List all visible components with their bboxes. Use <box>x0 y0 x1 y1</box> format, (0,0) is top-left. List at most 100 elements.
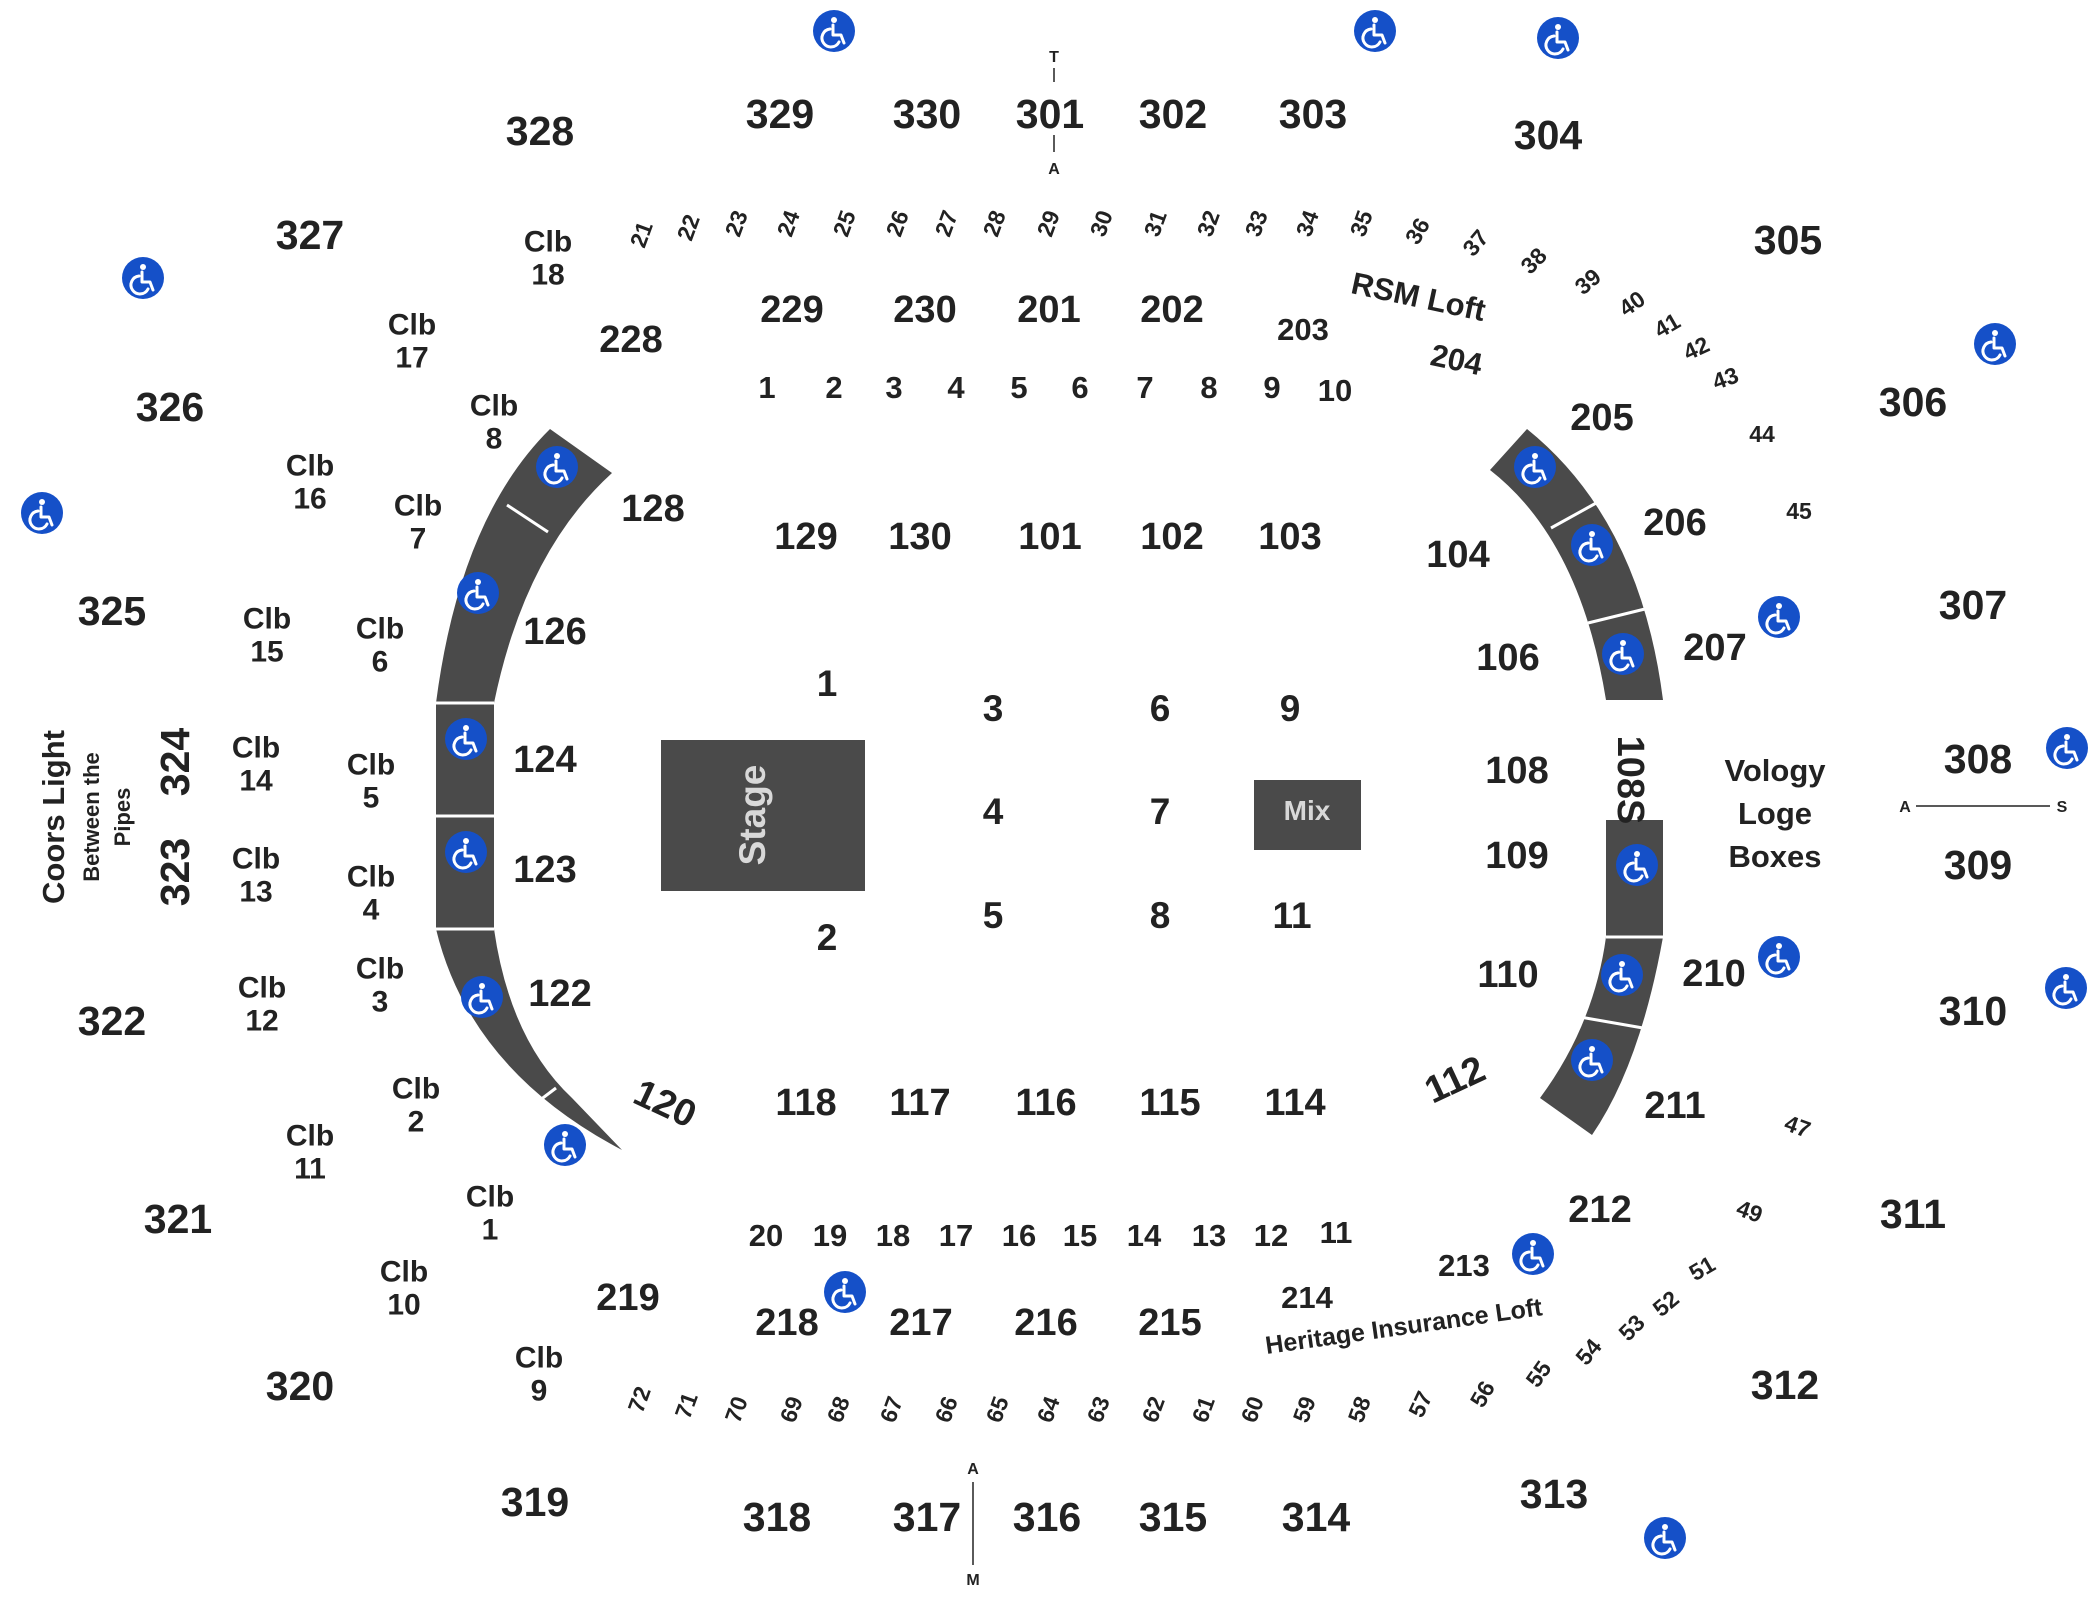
section-324[interactable]: 324 <box>152 728 198 797</box>
row-number-18[interactable]: 18 <box>876 1218 910 1253</box>
section-123[interactable]: 123 <box>513 849 576 891</box>
section-302[interactable]: 302 <box>1139 91 1207 137</box>
floor-section-9[interactable]: 9 <box>1280 688 1301 729</box>
row-35[interactable]: 35 <box>1345 207 1378 240</box>
section-323[interactable]: 323 <box>152 838 198 906</box>
row-34[interactable]: 34 <box>1291 207 1324 240</box>
section-315[interactable]: 315 <box>1139 1494 1207 1540</box>
floor-section-5[interactable]: 5 <box>983 895 1004 936</box>
row-69[interactable]: 69 <box>775 1393 808 1426</box>
row-29[interactable]: 29 <box>1032 207 1065 240</box>
section-108[interactable]: 108 <box>1485 750 1548 792</box>
section-213[interactable]: 213 <box>1438 1248 1490 1283</box>
section-202[interactable]: 202 <box>1140 289 1203 331</box>
row-59[interactable]: 59 <box>1288 1393 1321 1426</box>
row-56[interactable]: 56 <box>1465 1376 1500 1411</box>
section-122[interactable]: 122 <box>528 973 591 1015</box>
section-312[interactable]: 312 <box>1751 1362 1819 1408</box>
section-110[interactable]: 110 <box>1477 954 1538 996</box>
section-120[interactable]: 120 <box>627 1072 702 1137</box>
section-330[interactable]: 330 <box>893 91 961 137</box>
section-217[interactable]: 217 <box>889 1302 952 1344</box>
section-306[interactable]: 306 <box>1879 379 1947 425</box>
row-65[interactable]: 65 <box>981 1393 1014 1426</box>
row-63[interactable]: 63 <box>1082 1393 1115 1426</box>
row-26[interactable]: 26 <box>881 207 914 240</box>
row-number-15[interactable]: 15 <box>1063 1218 1097 1253</box>
section-329[interactable]: 329 <box>746 91 814 137</box>
floor-section-3[interactable]: 3 <box>983 688 1004 729</box>
row-58[interactable]: 58 <box>1343 1393 1376 1426</box>
row-32[interactable]: 32 <box>1192 207 1225 240</box>
row-44[interactable]: 44 <box>1749 421 1775 447</box>
row-number-20[interactable]: 20 <box>749 1218 783 1253</box>
row-53[interactable]: 53 <box>1613 1309 1649 1345</box>
section-206[interactable]: 206 <box>1643 502 1706 544</box>
section-216[interactable]: 216 <box>1014 1302 1077 1344</box>
row-number-14[interactable]: 14 <box>1127 1218 1162 1253</box>
row-67[interactable]: 67 <box>875 1393 908 1426</box>
section-307[interactable]: 307 <box>1939 582 2007 628</box>
section-319[interactable]: 319 <box>501 1479 569 1525</box>
section-130[interactable]: 130 <box>888 516 951 558</box>
floor-section-4[interactable]: 4 <box>983 791 1004 832</box>
row-number-6[interactable]: 6 <box>1071 370 1088 405</box>
row-57[interactable]: 57 <box>1403 1387 1437 1421</box>
floor-section-7[interactable]: 7 <box>1150 791 1171 832</box>
row-37[interactable]: 37 <box>1457 225 1493 261</box>
floor-section-2[interactable]: 2 <box>817 917 838 958</box>
section-310[interactable]: 310 <box>1939 988 2007 1034</box>
section-316[interactable]: 316 <box>1013 1494 1081 1540</box>
row-number-8[interactable]: 8 <box>1200 370 1217 405</box>
section-106[interactable]: 106 <box>1476 637 1539 679</box>
row-number-16[interactable]: 16 <box>1002 1218 1036 1253</box>
row-33[interactable]: 33 <box>1240 207 1273 240</box>
row-36[interactable]: 36 <box>1400 213 1435 248</box>
section-124[interactable]: 124 <box>513 739 576 781</box>
section-128[interactable]: 128 <box>621 488 684 530</box>
section-101[interactable]: 101 <box>1018 516 1081 558</box>
section-328[interactable]: 328 <box>506 108 574 154</box>
row-55[interactable]: 55 <box>1520 1356 1556 1392</box>
row-51[interactable]: 51 <box>1684 1251 1719 1286</box>
section-305[interactable]: 305 <box>1754 217 1822 263</box>
row-number-10[interactable]: 10 <box>1318 373 1352 408</box>
floor-section-6[interactable]: 6 <box>1150 688 1171 729</box>
section-117[interactable]: 117 <box>889 1082 950 1124</box>
row-40[interactable]: 40 <box>1614 285 1650 321</box>
section-313[interactable]: 313 <box>1520 1471 1588 1517</box>
section-304[interactable]: 304 <box>1514 112 1583 158</box>
row-number-19[interactable]: 19 <box>813 1218 847 1253</box>
section-112[interactable]: 112 <box>1419 1048 1492 1112</box>
row-47[interactable]: 47 <box>1781 1110 1814 1143</box>
section-203[interactable]: 203 <box>1277 312 1329 347</box>
section-318[interactable]: 318 <box>743 1494 811 1540</box>
section-114[interactable]: 114 <box>1264 1082 1325 1124</box>
section-207[interactable]: 207 <box>1683 627 1746 669</box>
row-72[interactable]: 72 <box>623 1383 656 1416</box>
section-201[interactable]: 201 <box>1017 289 1080 331</box>
section-228[interactable]: 228 <box>599 319 662 361</box>
section-204[interactable]: 204 <box>1428 337 1487 382</box>
section-219[interactable]: 219 <box>596 1277 659 1319</box>
row-number-9[interactable]: 9 <box>1263 370 1280 405</box>
row-number-12[interactable]: 12 <box>1254 1218 1288 1253</box>
row-39[interactable]: 39 <box>1570 263 1606 299</box>
row-28[interactable]: 28 <box>978 207 1011 240</box>
row-45[interactable]: 45 <box>1786 498 1812 524</box>
row-52[interactable]: 52 <box>1648 1285 1684 1321</box>
row-60[interactable]: 60 <box>1236 1393 1269 1426</box>
section-118[interactable]: 118 <box>775 1082 836 1124</box>
row-24[interactable]: 24 <box>772 207 805 240</box>
